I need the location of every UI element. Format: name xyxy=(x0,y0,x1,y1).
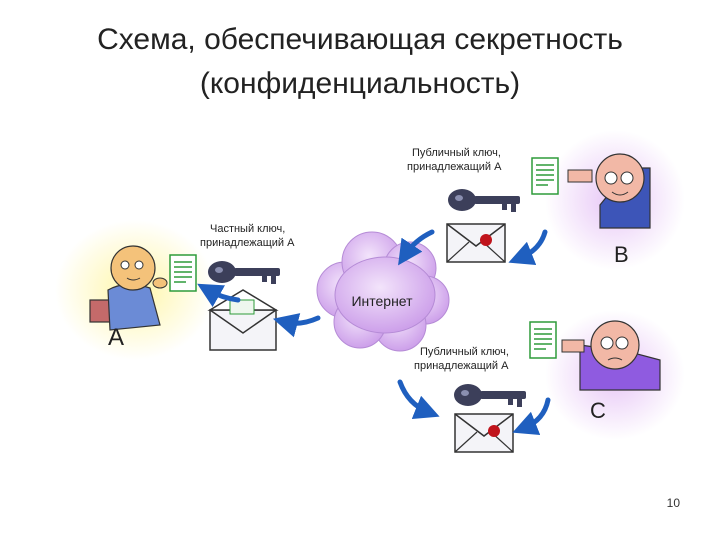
arrow-cloud-to-a xyxy=(272,313,321,338)
title-line-1: Схема, обеспечивающая секретность xyxy=(97,23,623,56)
document-icon-b xyxy=(531,157,559,195)
public-key-icon-c xyxy=(454,384,526,407)
person-c: C Публичный ключ, принадлежащий А xyxy=(414,320,661,453)
arrow-cloud-to-b xyxy=(398,229,435,266)
document-icon-a xyxy=(169,254,197,292)
person-b-key-label-line2: принадлежащий А xyxy=(407,161,502,173)
person-b-figure xyxy=(567,153,651,229)
document-icon-c xyxy=(529,321,557,359)
person-a-figure xyxy=(89,245,168,331)
person-c-key-label-line2: принадлежащий А xyxy=(414,360,509,372)
person-c-figure xyxy=(561,320,661,391)
person-b: B Публичный ключ, принадлежащий А xyxy=(407,147,651,267)
arrow-b-to-envelope xyxy=(508,229,548,265)
person-a-key-label-line1: Частный ключ, xyxy=(210,223,285,235)
person-a-letter: A xyxy=(108,324,124,351)
arrow-envelope-to-a xyxy=(197,283,241,308)
sealed-envelope-icon-c xyxy=(454,413,514,453)
wax-seal-icon-c xyxy=(488,425,500,437)
sealed-envelope-icon-b xyxy=(446,223,506,263)
person-a-key-label-line2: принадлежащий А xyxy=(200,237,295,249)
title-line-2: (конфиденциальность) xyxy=(199,67,521,100)
public-key-icon-b xyxy=(448,189,520,212)
private-key-icon-a xyxy=(208,261,280,284)
wax-seal-icon-b xyxy=(480,234,492,246)
arrow-cloud-to-c xyxy=(397,379,440,419)
person-c-key-label-line1: Публичный ключ, xyxy=(420,346,509,358)
open-envelope-icon-a xyxy=(207,289,279,351)
cloud-label: Интернет xyxy=(351,293,413,309)
person-b-letter: B xyxy=(614,242,629,267)
internet-cloud: Интернет xyxy=(316,231,450,352)
arrow-c-to-envelope xyxy=(512,397,551,435)
person-a: A Частный ключ, принадлежащий А xyxy=(89,223,295,351)
slide-title: Схема, обеспечивающая секретность (конфи… xyxy=(0,18,720,106)
page-number: 10 xyxy=(666,496,680,510)
person-b-key-label-line1: Публичный ключ, xyxy=(412,147,501,159)
person-c-letter: C xyxy=(590,398,606,423)
